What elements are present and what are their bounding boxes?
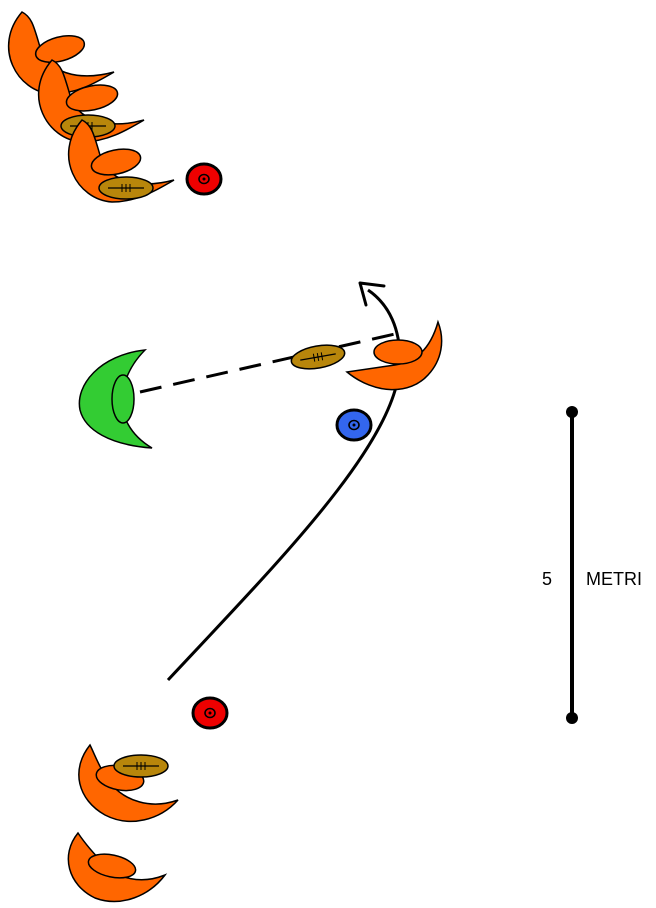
cone-icon xyxy=(185,162,223,196)
pass-line xyxy=(139,332,396,394)
ball-icon xyxy=(98,176,154,200)
cone-icon xyxy=(191,696,229,730)
player-icon xyxy=(7,11,115,95)
scale-number: 5 xyxy=(542,569,552,589)
scale-unit: METRI xyxy=(586,569,642,589)
player-icon xyxy=(345,319,443,391)
scale-bar: 5 METRI xyxy=(542,406,642,724)
ball-icon xyxy=(113,754,169,778)
player-icon xyxy=(67,831,168,903)
cone-icon xyxy=(335,408,373,442)
player-icon xyxy=(67,119,175,203)
arrow-head-icon xyxy=(358,281,386,307)
ball-icon xyxy=(288,340,348,374)
defender-icon xyxy=(78,349,153,449)
player-icon xyxy=(37,59,145,143)
run-line xyxy=(166,288,402,682)
